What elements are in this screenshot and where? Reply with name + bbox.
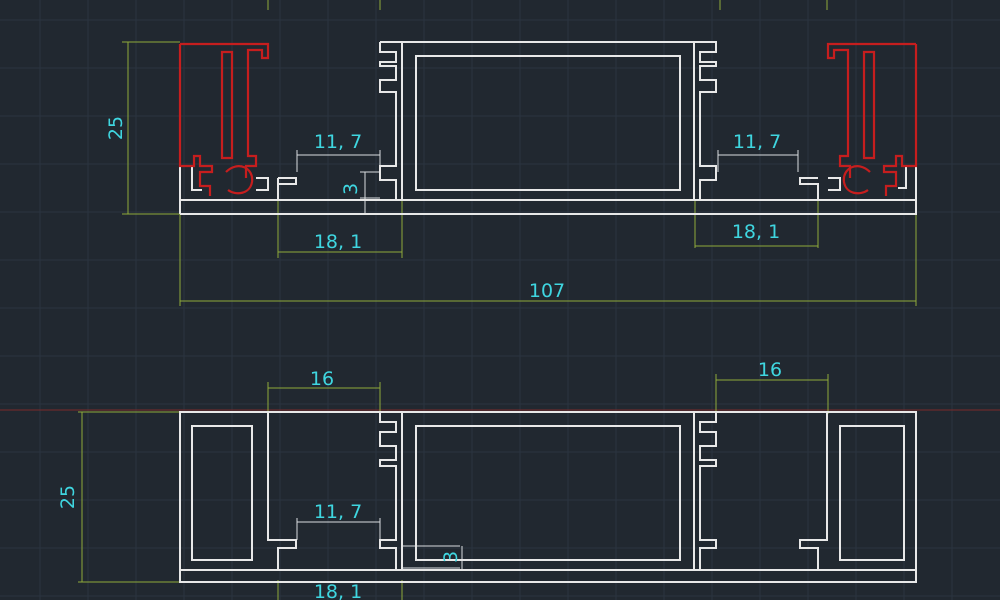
top-height-label: 25 <box>105 116 127 140</box>
bottom-height-label: 25 <box>57 485 79 509</box>
top-right-red-bead <box>826 42 918 196</box>
top-overall-width-extension-lines <box>179 214 917 306</box>
top-right-slot-dim-line <box>717 150 799 172</box>
top-right-bottom-label: 18, 1 <box>732 221 780 243</box>
top-left-slot-dim-line <box>296 150 381 172</box>
bottom-left-slot-label: 11, 7 <box>314 501 362 523</box>
top-left-bottom-extension-lines <box>277 200 403 258</box>
bottom-right-top-label: 16 <box>758 359 782 381</box>
bottom-step-label: 3 <box>440 551 462 563</box>
top-profile-view: 25 11, 7 11, 7 3 18, 1 18, 1 107 <box>105 0 918 306</box>
top-left-red-bead <box>178 42 270 196</box>
top-left-bottom-label: 18, 1 <box>314 231 362 253</box>
bottom-left-top-label: 16 <box>310 368 334 390</box>
top-height-extension-lines <box>122 0 828 215</box>
bottom-left-slot-dim-line <box>296 518 381 540</box>
bottom-profile-view: 16 16 25 11, 7 3 18, 1 <box>57 359 917 600</box>
top-step-label: 3 <box>340 183 362 195</box>
top-left-slot-label: 11, 7 <box>314 131 362 153</box>
bottom-main-profile-outline <box>179 411 917 583</box>
bottom-step-dim-line <box>402 545 463 570</box>
bottom-top-right-extension-lines <box>715 374 829 414</box>
bottom-left-bottom-label: 18, 1 <box>314 581 362 600</box>
bottom-top-left-extension-lines <box>267 382 381 414</box>
top-right-bottom-extension-lines <box>694 200 819 248</box>
bottom-height-extension-lines <box>78 411 180 583</box>
top-overall-width-label: 107 <box>529 280 565 302</box>
top-right-slot-label: 11, 7 <box>733 131 781 153</box>
bottom-left-bottom-extension-lines <box>277 580 403 600</box>
top-step-dim-line <box>360 171 380 214</box>
